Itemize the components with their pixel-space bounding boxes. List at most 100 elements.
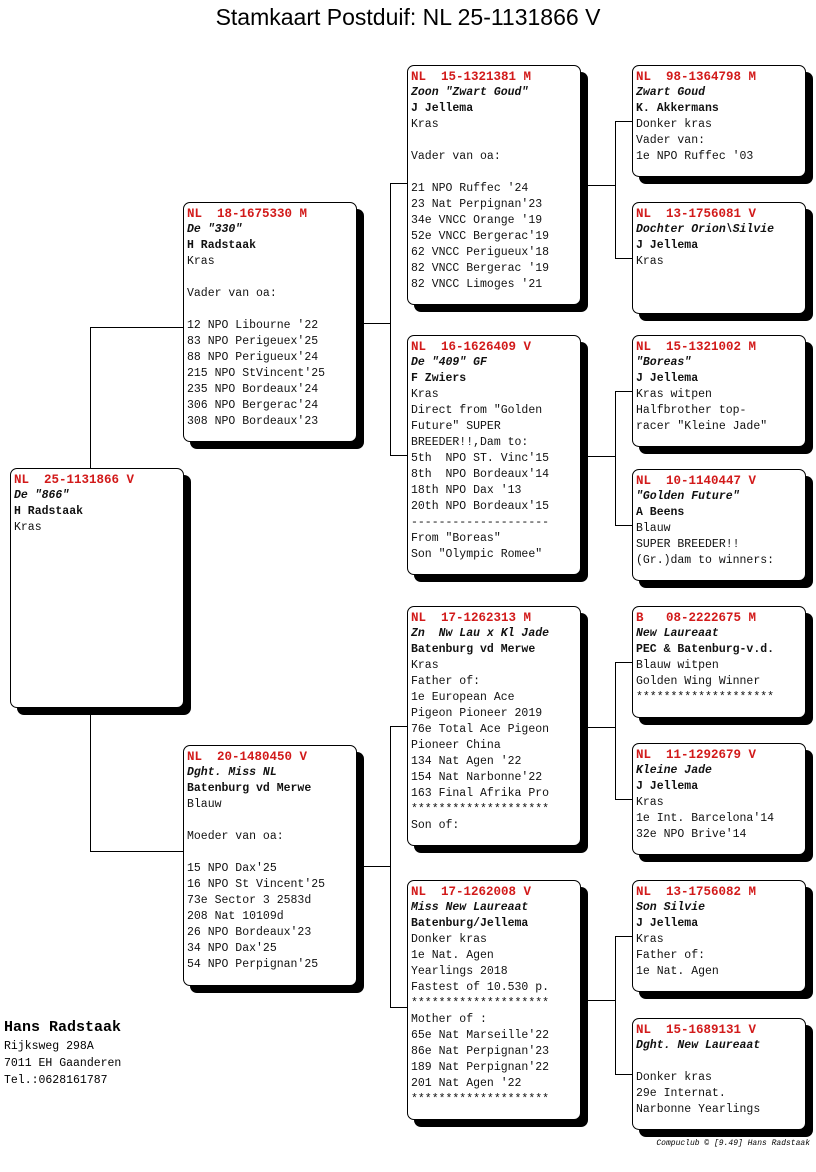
ring-number: NL 17-1262313 M	[411, 611, 532, 625]
ring-number: NL 25-1131866 V	[14, 473, 135, 487]
pigeon-name: Dochter Orion\Silvie	[636, 223, 775, 236]
breeder	[636, 1054, 802, 1070]
info-line: Father of:	[636, 949, 706, 962]
info-line: 163 Final Afrika Pro	[411, 787, 550, 800]
breeder: J Jellema	[636, 780, 699, 793]
info-line	[411, 133, 577, 149]
connector-line	[615, 121, 632, 122]
info-line: 52e VNCC Bergerac'19	[411, 230, 550, 243]
breeder: Batenburg vd Merwe	[411, 643, 536, 656]
info-line: 208 Nat 10109d	[187, 910, 284, 923]
info-line: 82 VNCC Bergerac '19	[411, 262, 550, 275]
breeder: Batenburg/Jellema	[411, 917, 529, 930]
info-line: Kras	[636, 933, 664, 946]
info-line: Pigeon Pioneer 2019	[411, 707, 543, 720]
connector-line	[615, 662, 616, 800]
info-line: (Gr.)dam to winners:	[636, 554, 775, 567]
pigeon-name: Zwart Goud	[636, 86, 706, 99]
info-line: Son "Olympic Romee"	[411, 548, 543, 561]
info-line: 73e Sector 3 2583d	[187, 894, 312, 907]
pigeon-name: Son Silvie	[636, 901, 706, 914]
pigeon-name: Dght. Miss NL	[187, 766, 277, 779]
breeder: K. Akkermans	[636, 102, 719, 115]
owner-address: Rijksweg 298A	[4, 1040, 94, 1053]
info-line: 308 NPO Bordeaux'23	[187, 415, 319, 428]
info-line: 306 NPO Bergerac'24	[187, 399, 319, 412]
connector-line	[90, 708, 91, 851]
connector-line	[615, 662, 632, 663]
info-line: 32e NPO Brive'14	[636, 828, 747, 841]
info-line	[187, 270, 353, 286]
info-line: Kras	[187, 255, 215, 268]
connector-line	[90, 327, 91, 468]
info-line: 15 NPO Dax'25	[187, 862, 277, 875]
info-line: Kras witpen	[636, 388, 712, 401]
info-line: Kras	[14, 521, 42, 534]
owner-name: Hans Radstaak	[4, 1019, 122, 1036]
info-line: Moeder van oa:	[187, 830, 284, 843]
info-line: 1e NPO Ruffec '03	[636, 150, 754, 163]
owner-block: Hans Radstaak Rijksweg 298A 7011 EH Gaan…	[4, 1018, 121, 1089]
connector-line	[615, 936, 632, 937]
pigeon-name: Dght. New Laureaat	[636, 1039, 761, 1052]
info-line: Golden Wing Winner	[636, 675, 761, 688]
ring-number: NL 20-1480450 V	[187, 750, 308, 764]
connector-line	[90, 327, 183, 328]
pigeon-name: "Golden Future"	[636, 490, 740, 503]
info-line: ********************	[411, 997, 550, 1010]
connector-line	[615, 1074, 632, 1075]
connector-line	[390, 1007, 407, 1008]
connector-line	[90, 851, 183, 852]
info-line: --------------------	[411, 516, 550, 529]
info-line: 20th NPO Bordeaux'15	[411, 500, 550, 513]
info-line: Mother of :	[411, 1013, 487, 1026]
info-line: 62 VNCC Perigueux'18	[411, 246, 550, 259]
info-line: From "Boreas"	[411, 532, 501, 545]
breeder: PEC & Batenburg-v.d.	[636, 643, 775, 656]
ring-number: NL 16-1626409 V	[411, 340, 532, 354]
info-line: 82 VNCC Limoges '21	[411, 278, 543, 291]
connector-line	[390, 455, 407, 456]
info-line: 154 Nat Narbonne'22	[411, 771, 543, 784]
info-line: Kras	[411, 388, 439, 401]
pigeon-name: New Laureaat	[636, 627, 719, 640]
info-line: 26 NPO Bordeaux'23	[187, 926, 312, 939]
info-line: Blauw witpen	[636, 659, 719, 672]
info-line: Donker kras	[411, 933, 487, 946]
info-line: ********************	[411, 803, 550, 816]
owner-city: 7011 EH Gaanderen	[4, 1057, 122, 1070]
info-line: 23 Nat Perpignan'23	[411, 198, 543, 211]
info-line: 12 NPO Libourne '22	[187, 319, 319, 332]
pigeon-name: De "866"	[14, 489, 70, 502]
info-line: Kras	[411, 659, 439, 672]
info-line: 215 NPO StVincent'25	[187, 367, 326, 380]
info-line: Vader van oa:	[411, 150, 501, 163]
page-title: Stamkaart Postduif: NL 25-1131866 V	[215, 4, 601, 30]
pigeon-name: Zoon "Zwart Goud"	[411, 86, 529, 99]
info-line: 1e Int. Barcelona'14	[636, 812, 775, 825]
pigeon-name: "Boreas"	[636, 356, 692, 369]
pigeon-name: Zn Nw Lau x Kl Jade	[411, 627, 550, 640]
connector-line	[615, 391, 632, 392]
breeder: J Jellema	[636, 372, 699, 385]
footer-credit: Compuclub © [9.49] Hans Radstaak	[656, 1139, 810, 1148]
connector-line	[581, 185, 615, 186]
info-line: 1e Nat. Agen	[636, 965, 719, 978]
info-line: Vader van:	[636, 134, 706, 147]
info-line: ********************	[636, 691, 775, 704]
info-line: SUPER BREEDER!!	[636, 538, 740, 551]
info-line: 134 Nat Agen '22	[411, 755, 522, 768]
ring-number: NL 13-1756081 V	[636, 207, 757, 221]
ring-number: B 08-2222675 M	[636, 611, 757, 625]
info-line: Narbonne Yearlings	[636, 1103, 761, 1116]
info-line: 189 Nat Perpignan'22	[411, 1061, 550, 1074]
